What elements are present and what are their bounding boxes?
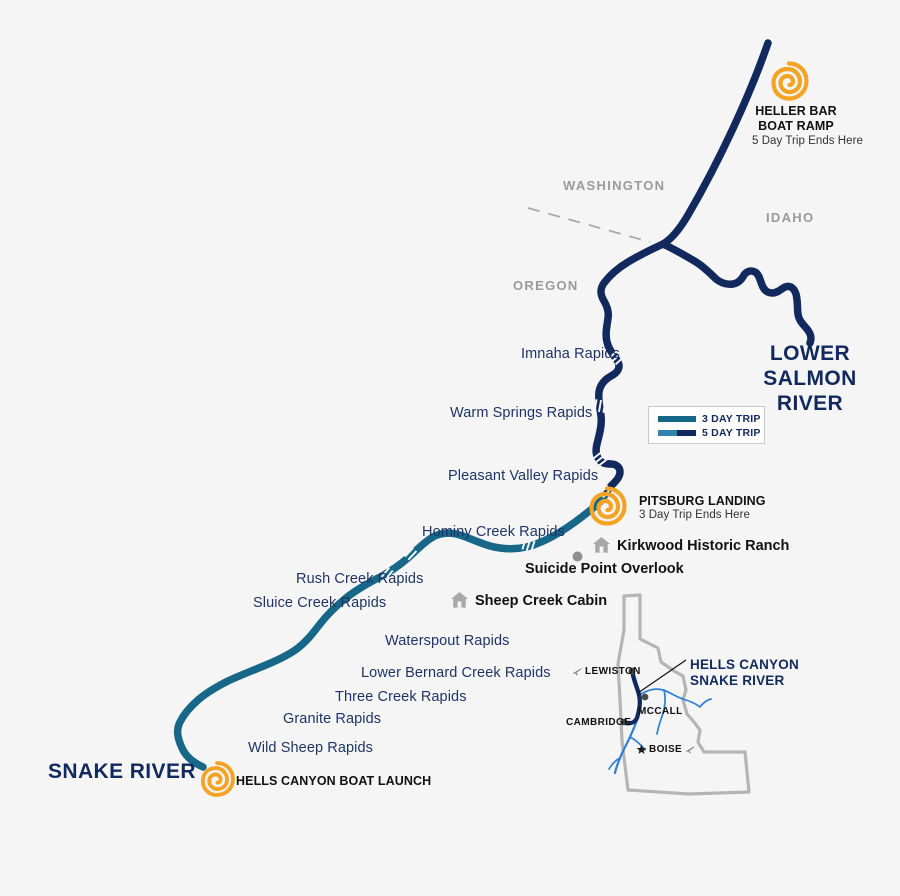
trip-legend: 3 DAY TRIP 5 DAY TRIP <box>648 406 765 444</box>
inset-city-lewiston: LEWISTON <box>585 666 641 677</box>
river-name-line: SALMON <box>763 366 857 390</box>
rapids-label-wild-sheep-rapids: Wild Sheep Rapids <box>248 740 374 756</box>
boat-ramp-heller-bar-label: HELLER BAR BOAT RAMP 5 Day Trip Ends Her… <box>752 104 863 147</box>
boat-ramp-hells-canyon-boat-launch-label: HELLS CANYON BOAT LAUNCH <box>236 774 436 789</box>
rapids-label-imnaha-rapids: Imnaha Rapids <box>521 346 620 362</box>
poi-label-kirkwood-historic-ranch: Kirkwood Historic Ranch <box>617 538 790 554</box>
rapids-label-hominy-creek-rapids: Hominy Creek Rapids <box>422 524 565 540</box>
legend-3-day-trip: 3 DAY TRIP <box>658 413 761 425</box>
inset-dot-mccall <box>641 693 649 701</box>
river-heller-bar-segment <box>659 39 772 248</box>
dot-icon <box>572 549 583 562</box>
inset-city-cambridge: CAMBRIDGE <box>566 717 632 728</box>
inset-title-line: SNAKE RIVER <box>690 673 785 689</box>
star-icon <box>636 742 647 754</box>
legend-label-5-day: 5 DAY TRIP <box>702 427 761 439</box>
poi-label-suicide-point-overlook: Suicide Point Overlook <box>525 561 684 577</box>
rapids-label-three-creek-rapids: Three Creek Rapids <box>335 689 467 705</box>
ramp-subtitle: 3 Day Trip Ends Here <box>639 509 750 522</box>
inset-city-boise: BOISE <box>649 744 683 755</box>
inset-river-tributaries <box>608 688 712 770</box>
ramp-title-line: HELLS CANYON BOAT LAUNCH <box>236 774 432 788</box>
river-name-snake-river: SNAKE RIVER <box>48 760 238 785</box>
rapids-label-pleasant-valley-rapids: Pleasant Valley Rapids <box>448 468 599 484</box>
rapids-hatch-marks <box>212 348 626 725</box>
spiral-icon <box>766 58 812 104</box>
river-lower-salmon-branch <box>659 240 815 347</box>
ramp-title-line: PITSBURG LANDING <box>639 494 766 508</box>
river-name-line: RIVER <box>776 391 844 415</box>
poi-label-sheep-creek-cabin: Sheep Creek Cabin <box>475 593 608 609</box>
river-5day-main-stem <box>592 240 667 502</box>
river-name-line: SNAKE RIVER <box>48 760 196 783</box>
ramp-title-line: BOAT RAMP <box>758 119 834 134</box>
legend-5-day-trip: 5 DAY TRIP <box>658 427 761 439</box>
inset-dot-lewiston <box>628 667 636 675</box>
inset-leader-line <box>637 659 687 694</box>
river-name-line: LOWER <box>769 342 851 365</box>
inset-title-line: HELLS CANYON <box>690 657 799 672</box>
river-name-lower-salmon-river: LOWER SALMON RIVER <box>748 342 872 416</box>
spiral-icon <box>196 758 238 800</box>
inset-dot-cambridge <box>620 718 628 726</box>
state-label-idaho: IDAHO <box>766 210 815 225</box>
state-label-oregon: OREGON <box>513 278 579 293</box>
rapids-label-sluice-creek-rapids: Sluice Creek Rapids <box>253 595 387 611</box>
idaho-outline <box>616 593 751 796</box>
legend-swatch-3-day <box>658 416 696 422</box>
inset-title-hells-canyon-snake-river: HELLS CANYON SNAKE RIVER <box>690 657 799 689</box>
ramp-title-line: HELLER BAR <box>755 104 837 118</box>
boat-ramp-pitsburg-landing-label: PITSBURG LANDING 3 Day Trip Ends Here <box>639 494 779 521</box>
rapids-label-warm-springs-rapids: Warm Springs Rapids <box>450 405 593 421</box>
river-3day-main-stem <box>173 494 608 771</box>
spiral-icon <box>584 483 630 529</box>
house-icon <box>592 536 611 554</box>
airplane-icon <box>572 664 583 676</box>
rapids-label-waterspout-rapids: Waterspout Rapids <box>385 633 510 649</box>
rapids-label-rush-creek-rapids: Rush Creek Rapids <box>296 571 424 587</box>
ramp-subtitle: 5 Day Trip Ends Here <box>752 134 863 147</box>
inset-city-mccall: MCCALL <box>638 706 683 717</box>
rapids-label-lower-bernard-creek-rapids: Lower Bernard Creek Rapids <box>361 665 551 681</box>
inset-river-hells-canyon-highlight <box>623 667 642 726</box>
airplane-icon <box>685 742 696 754</box>
rapids-label-granite-rapids: Granite Rapids <box>283 711 382 727</box>
legend-swatch-5-day <box>658 430 696 436</box>
legend-label-3-day: 3 DAY TRIP <box>702 413 761 425</box>
state-label-washington: WASHINGTON <box>563 178 666 193</box>
idaho-inset-graphics <box>608 593 751 796</box>
house-icon <box>450 591 469 609</box>
state-border-dashed <box>527 207 651 243</box>
